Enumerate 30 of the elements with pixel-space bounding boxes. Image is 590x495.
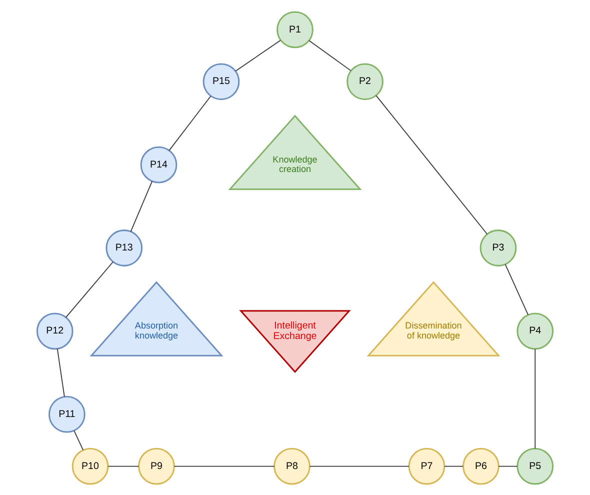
node-circle: P14 xyxy=(140,146,178,183)
node-circle: P9 xyxy=(138,447,175,484)
node-circle: P5 xyxy=(516,447,554,484)
connector xyxy=(534,348,536,448)
connector xyxy=(108,465,140,466)
connector xyxy=(56,348,65,397)
node-circle: P12 xyxy=(36,312,74,350)
connector xyxy=(235,39,281,72)
node-circle: P3 xyxy=(480,229,517,266)
connector xyxy=(376,94,488,234)
connector xyxy=(130,180,153,232)
node-circle: P2 xyxy=(346,62,384,100)
node-circle: P6 xyxy=(462,447,500,484)
connector xyxy=(168,95,212,150)
connector xyxy=(504,263,529,315)
node-circle: P4 xyxy=(516,312,554,350)
node-circle: P13 xyxy=(106,229,143,266)
node-circle: P11 xyxy=(48,395,86,432)
node-circle: P15 xyxy=(202,62,240,100)
node-circle: P1 xyxy=(276,10,314,48)
connector xyxy=(74,430,84,450)
connector xyxy=(174,465,275,466)
connector xyxy=(308,40,352,71)
connector xyxy=(444,465,464,466)
connector xyxy=(66,260,114,318)
node-circle: P8 xyxy=(274,447,310,484)
node-circle: P10 xyxy=(72,447,109,484)
connector xyxy=(309,465,410,466)
connector xyxy=(498,465,518,466)
node-circle: P7 xyxy=(408,447,446,484)
